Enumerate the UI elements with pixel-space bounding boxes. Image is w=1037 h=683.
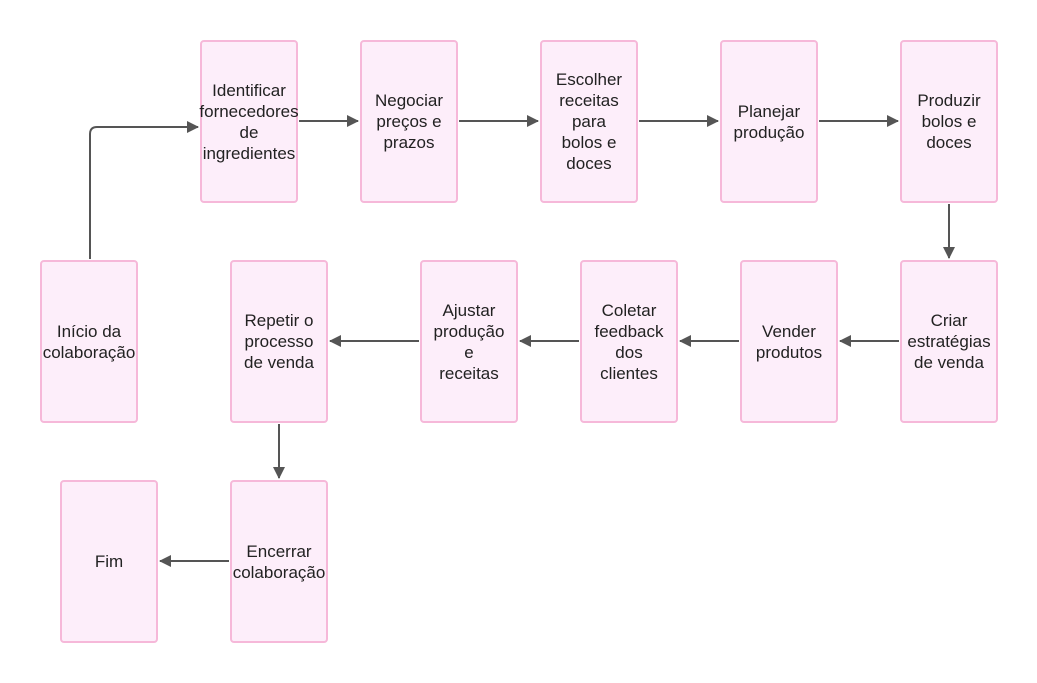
node-repeat-process[interactable]: Repetir o processo de venda [230,260,328,423]
node-collect-feedback[interactable]: Coletar feedback dos clientes [580,260,678,423]
node-sell-products[interactable]: Vender produtos [740,260,838,423]
node-plan-production[interactable]: Planejar produção [720,40,818,203]
node-adjust-production[interactable]: Ajustar produção e receitas [420,260,518,423]
node-sales-strategies[interactable]: Criar estratégias de venda [900,260,998,423]
node-end-collaboration[interactable]: Encerrar colaboração [230,480,328,643]
node-produce-cakes[interactable]: Produzir bolos e doces [900,40,998,203]
node-identify-suppliers[interactable]: Identificar fornecedores de ingredientes [199,40,299,203]
node-end[interactable]: Fim [60,480,158,643]
node-negotiate-prices[interactable]: Negociar preços e prazos [360,40,458,203]
node-choose-recipes[interactable]: Escolher receitas para bolos e doces [540,40,638,203]
node-start[interactable]: Início da colaboração [40,260,138,423]
arrow-start-to-identify [89,121,199,259]
